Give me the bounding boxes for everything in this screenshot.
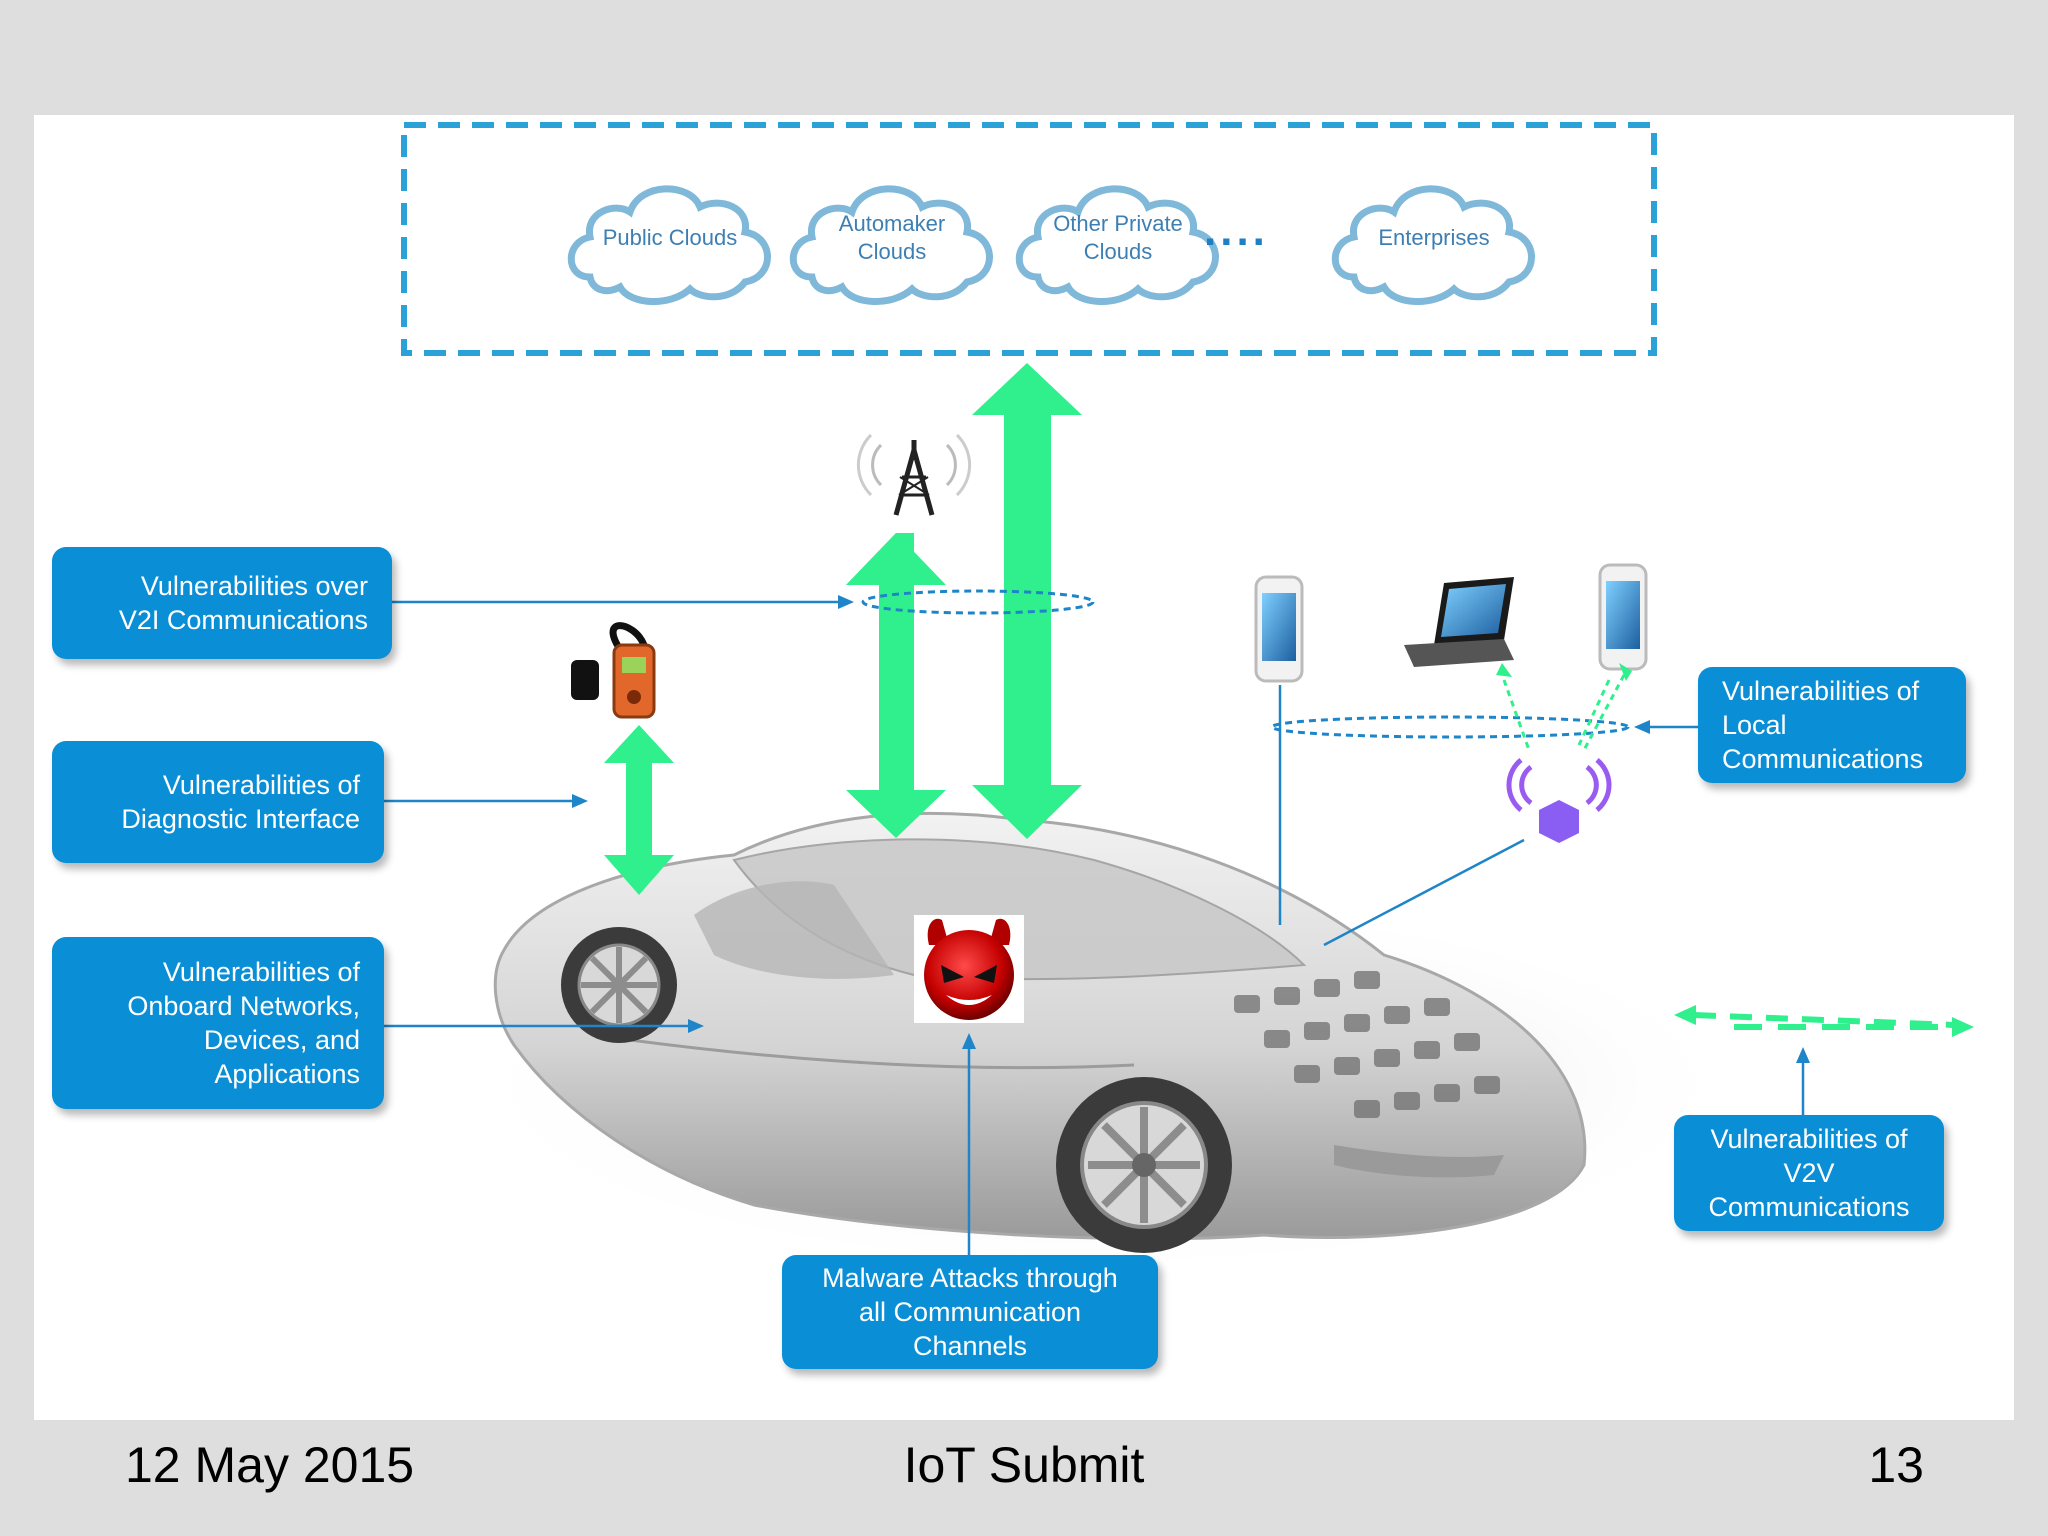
local-channel-ring — [1270, 715, 1630, 739]
callout-v2v-text: Vulnerabilities of V2V Communications — [1708, 1124, 1910, 1222]
cloud-item: Enterprises — [1331, 185, 1535, 305]
callout-onboard-text: Vulnerabilities of Onboard Networks, Dev… — [127, 957, 360, 1089]
callout-diagnostic: Vulnerabilities of Diagnostic Interface — [52, 741, 384, 863]
callout-connectors — [384, 595, 1810, 1255]
v2i-arrow-short — [846, 533, 946, 838]
cloud-ellipsis: .... — [1204, 206, 1269, 255]
car-illustration — [493, 811, 1587, 1253]
cloud-icon — [1331, 185, 1535, 305]
local-device-links — [1496, 663, 1632, 751]
callout-v2i-text: Vulnerabilities over V2I Communications — [118, 571, 368, 635]
callout-local: Vulnerabilities of Local Communications — [1698, 667, 1966, 783]
cloud-item: Public Clouds — [567, 185, 771, 305]
cloud-icon — [789, 185, 993, 305]
phone-left-icon — [1254, 575, 1304, 683]
laptop-icon — [1404, 577, 1514, 667]
callout-diagnostic-text: Vulnerabilities of Diagnostic Interface — [121, 770, 360, 834]
car-headlight — [1334, 1145, 1504, 1178]
wireless-hub-icon — [1506, 758, 1612, 843]
phone-right-icon — [1598, 563, 1648, 671]
car-side-window — [694, 881, 894, 979]
malware-devil-icon — [914, 915, 1024, 1023]
v2i-channel-ring — [861, 589, 1095, 615]
callout-local-text: Vulnerabilities of Local Communications — [1722, 676, 1924, 774]
cloud-label: Public Clouds — [603, 225, 738, 250]
cloud-icon — [567, 185, 771, 305]
car-side-line — [593, 1033, 1135, 1070]
obd-scanner-icon — [571, 622, 656, 719]
callout-malware-text: Malware Attacks through all Communicatio… — [822, 1263, 1118, 1361]
callout-malware: Malware Attacks through all Communicatio… — [782, 1255, 1158, 1369]
v2v-dashed-arrows — [1674, 1005, 1974, 1037]
cloud-icon — [1015, 185, 1219, 305]
cloud-label: Enterprises — [1378, 225, 1489, 250]
footer-title: IoT Submit — [903, 1437, 1145, 1493]
callout-onboard: Vulnerabilities of Onboard Networks, Dev… — [52, 937, 384, 1109]
footer-page-number: 13 — [1868, 1437, 1924, 1493]
callout-v2v: Vulnerabilities of V2V Communications — [1674, 1115, 1944, 1231]
front-wheel — [1056, 1077, 1232, 1253]
rear-wheel — [561, 927, 677, 1043]
cell-tower-icon — [856, 433, 972, 516]
footer-date: 12 May 2015 — [125, 1437, 415, 1493]
diagnostic-arrow — [604, 725, 674, 895]
car-app-icons — [1234, 971, 1500, 1118]
cloud-container-border — [401, 122, 1657, 356]
cloud-arrow-tall — [972, 363, 1082, 839]
callout-v2i: Vulnerabilities over V2I Communications — [52, 547, 392, 659]
